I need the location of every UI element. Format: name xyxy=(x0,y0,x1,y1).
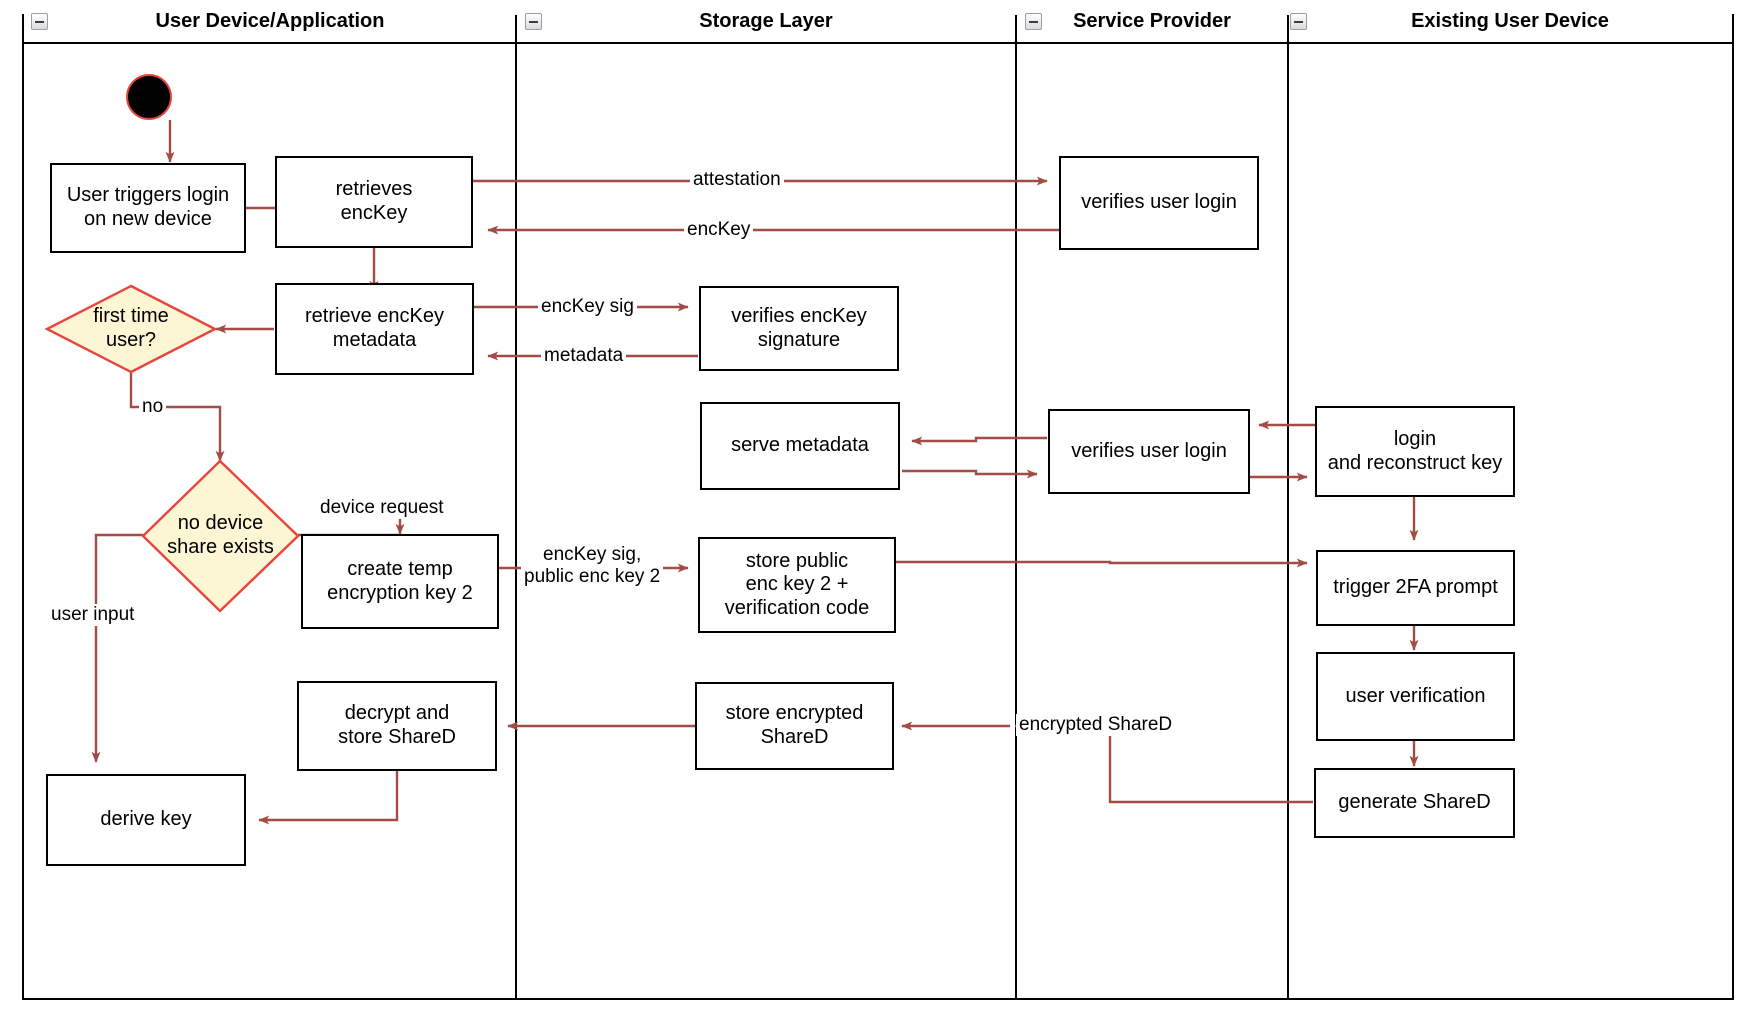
node-retrieve-enckey-metadata[interactable]: retrieve encKey metadata xyxy=(275,283,474,375)
collapse-icon-existing-user-device[interactable] xyxy=(1290,13,1307,30)
node-verifies-enckey-signature[interactable]: verifies encKey signature xyxy=(699,286,899,371)
node-generate-shared[interactable]: generate ShareD xyxy=(1314,768,1515,838)
collapse-icon-storage-layer[interactable] xyxy=(525,13,542,30)
lane-title-user-device: User Device/Application xyxy=(155,9,385,32)
node-retrieves-enckey[interactable]: retrieves encKey xyxy=(275,156,473,248)
decision-no-device-share-exists[interactable]: no device share exists xyxy=(141,459,300,613)
decision-first-time-user-shape xyxy=(44,284,218,374)
lane-divider-2 xyxy=(1015,15,1017,999)
edge-label-encrypted-shared: encrypted ShareD xyxy=(1016,714,1176,736)
node-user-triggers-login[interactable]: User triggers login on new device xyxy=(50,163,246,253)
node-decrypt-and-store-shared[interactable]: decrypt and store ShareD xyxy=(297,681,497,771)
lane-header-user-device: User Device/Application xyxy=(24,0,516,44)
edge-label-enckey-sig-public-enc-key-2: encKey sig, public enc key 2 xyxy=(521,544,664,588)
edge-label-attestation: attestation xyxy=(690,169,784,191)
start-node xyxy=(126,74,172,120)
node-trigger-2fa-prompt[interactable]: trigger 2FA prompt xyxy=(1316,550,1515,626)
collapse-icon-user-device[interactable] xyxy=(31,13,48,30)
node-derive-key[interactable]: derive key xyxy=(46,774,246,866)
edge-label-metadata: metadata xyxy=(541,345,627,367)
edge-label-no: no xyxy=(139,396,167,418)
node-store-public-enc-key-2[interactable]: store public enc key 2 + verification co… xyxy=(698,537,896,633)
node-verifies-user-login-top[interactable]: verifies user login xyxy=(1059,156,1259,250)
node-create-temp-encryption-key-2[interactable]: create temp encryption key 2 xyxy=(301,534,499,629)
edge-label-device-request: device request xyxy=(317,497,447,519)
collapse-icon-service-provider[interactable] xyxy=(1025,13,1042,30)
decision-first-time-user[interactable]: first time user? xyxy=(44,284,218,374)
lane-title-existing-user-device: Existing User Device xyxy=(1411,9,1609,32)
edge-label-enckey: encKey xyxy=(684,219,754,241)
edge-label-user-input: user input xyxy=(48,604,138,626)
lane-header-storage-layer: Storage Layer xyxy=(516,0,1016,44)
node-login-and-reconstruct-key[interactable]: login and reconstruct key xyxy=(1315,406,1515,497)
node-verifies-user-login-mid[interactable]: verifies user login xyxy=(1048,409,1250,494)
node-user-verification[interactable]: user verification xyxy=(1316,652,1515,741)
lane-title-service-provider: Service Provider xyxy=(1073,9,1231,32)
node-serve-metadata[interactable]: serve metadata xyxy=(700,402,900,490)
lane-divider-3 xyxy=(1287,15,1289,999)
lane-title-storage-layer: Storage Layer xyxy=(699,9,833,32)
decision-no-device-share-exists-shape xyxy=(141,459,300,613)
lane-header-service-provider: Service Provider xyxy=(1016,0,1288,44)
lane-divider-1 xyxy=(515,15,517,999)
lane-header-existing-user-device: Existing User Device xyxy=(1288,0,1732,44)
edge-label-enckey-sig: encKey sig xyxy=(538,296,637,318)
node-store-encrypted-shared[interactable]: store encrypted ShareD xyxy=(695,682,894,770)
